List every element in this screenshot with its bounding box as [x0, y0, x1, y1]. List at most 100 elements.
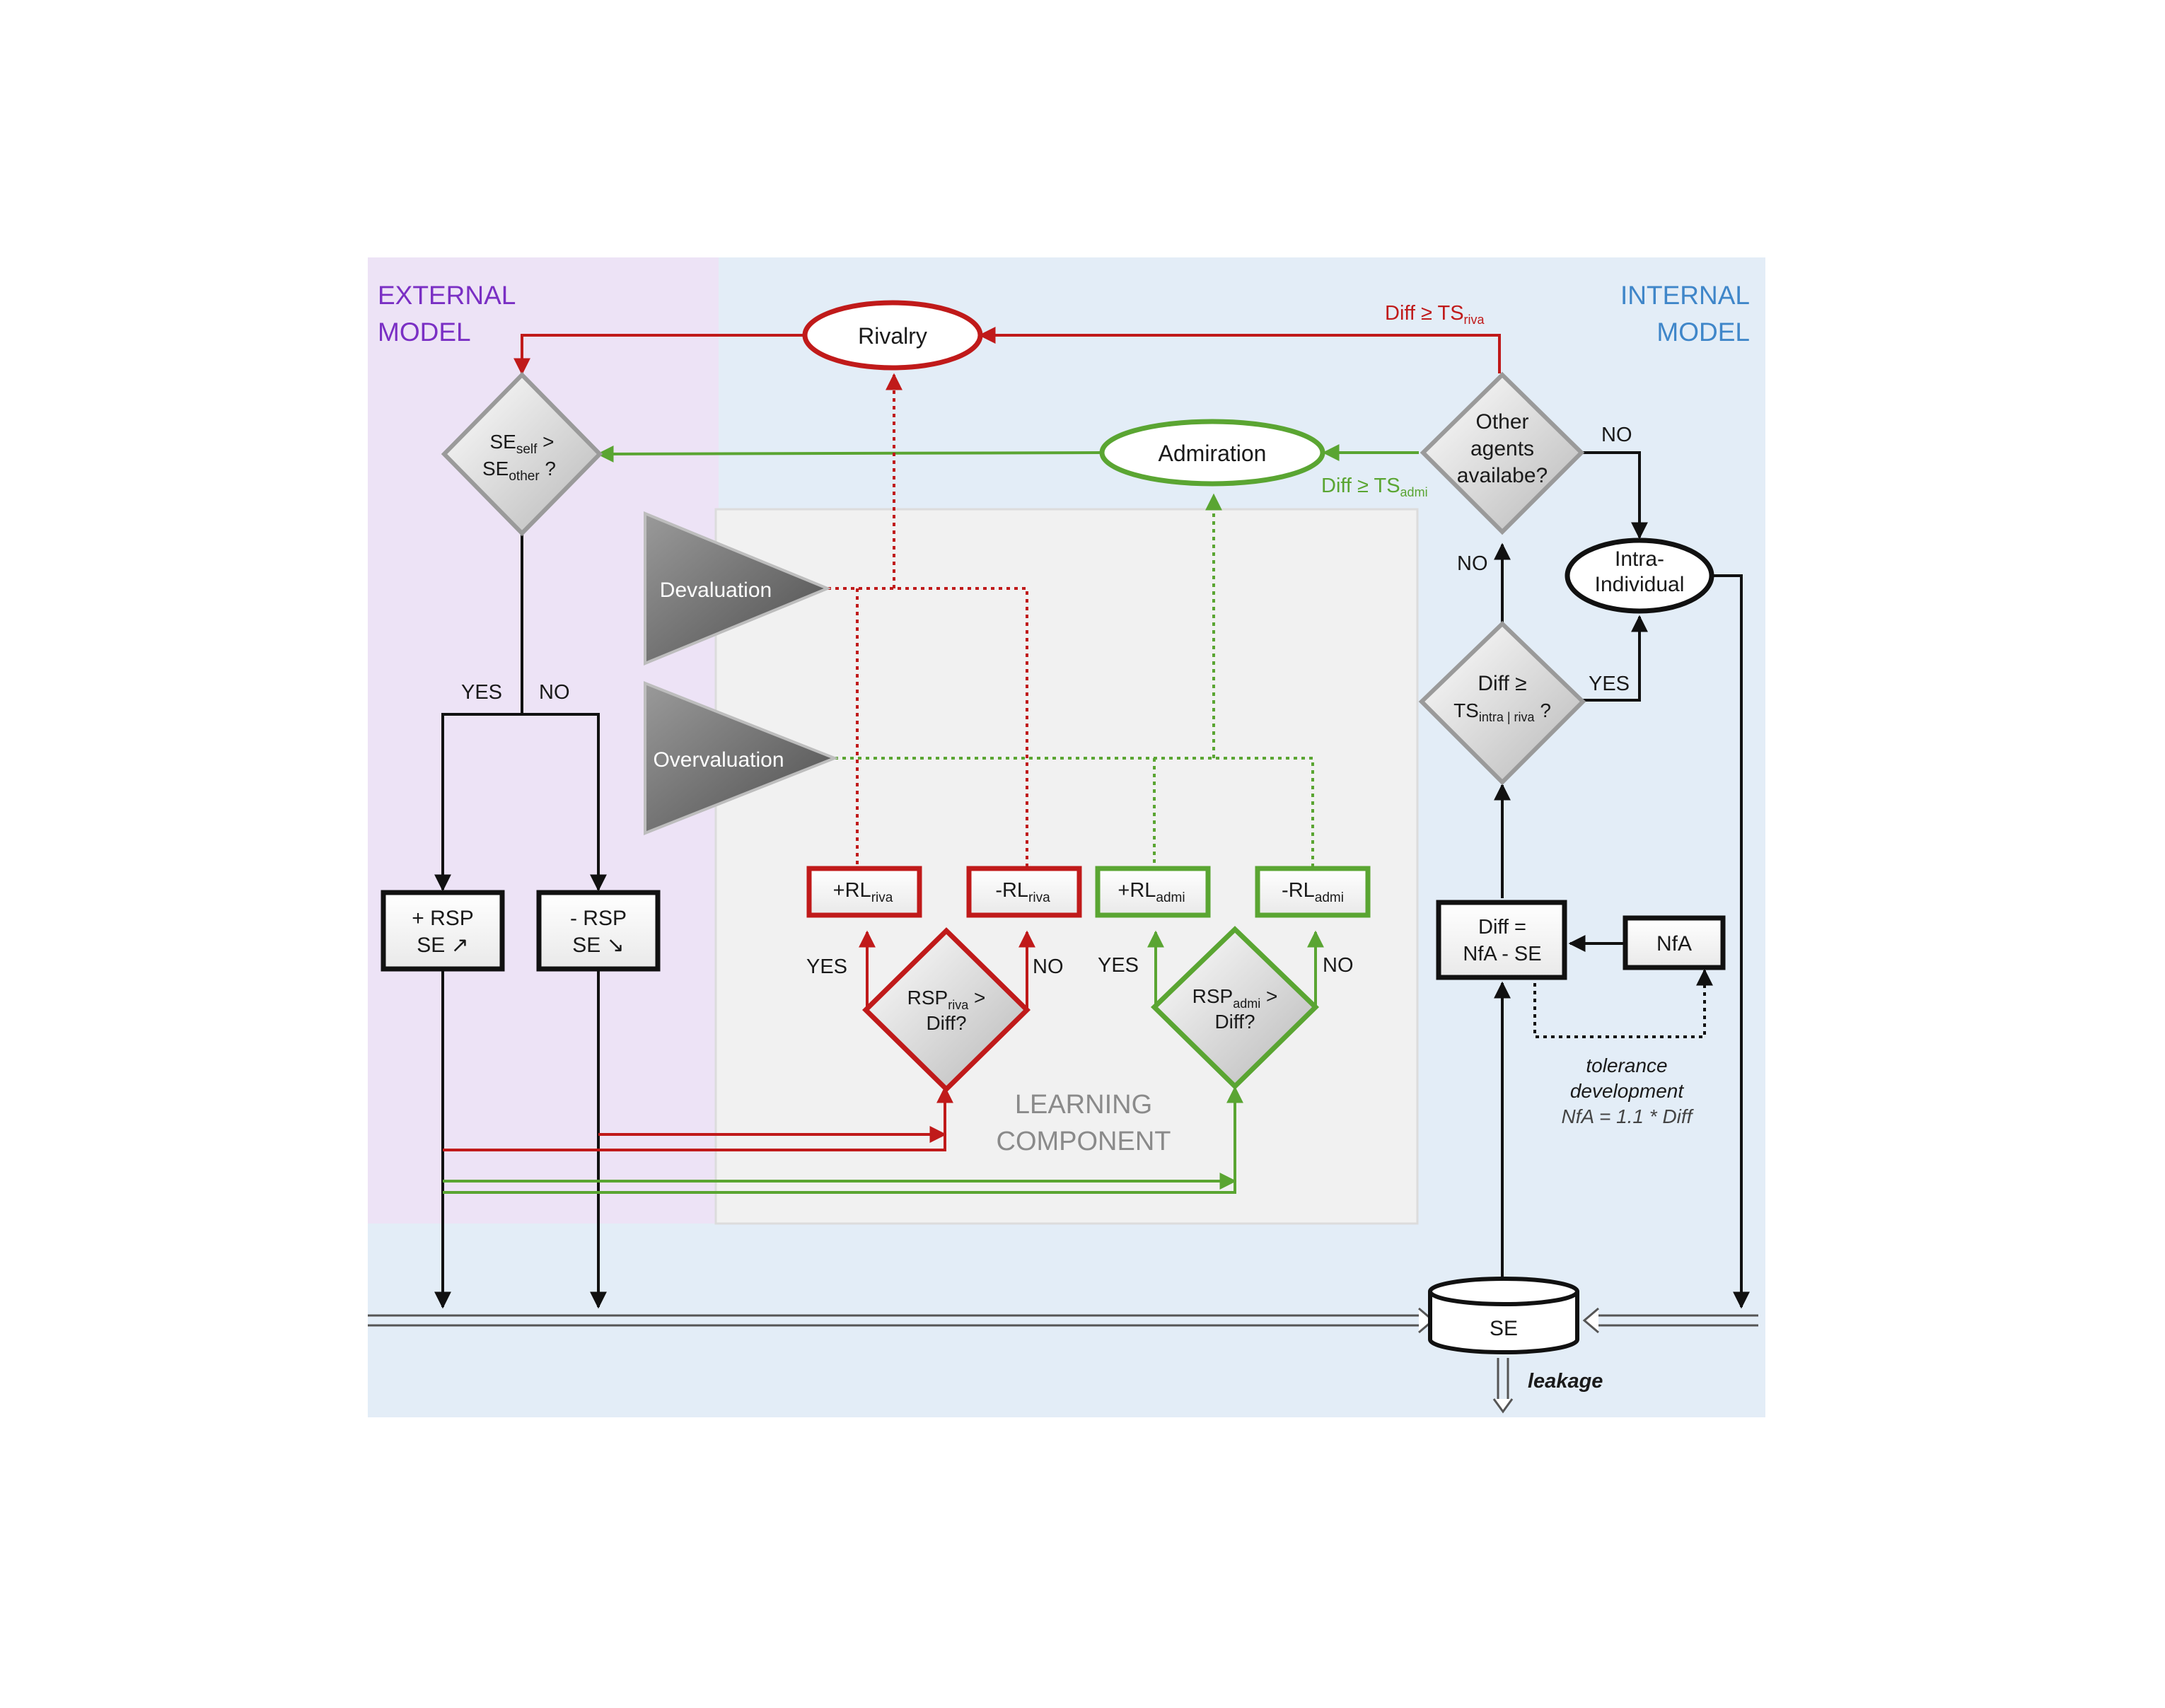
edge-yes-branch	[434, 713, 522, 892]
svg-text:+RLriva: +RLriva	[833, 879, 893, 905]
rsp-riva-line2: Diff?	[926, 1012, 966, 1034]
minus-rl-riva-main: -RL	[995, 879, 1028, 902]
minus-rl-riva-sub: riva	[1028, 890, 1050, 905]
svg-text:SEother ?: SEother ?	[482, 458, 556, 484]
edge-rivalry-to-se-compare	[513, 334, 803, 376]
intra-individual-label-2: Individual	[1595, 573, 1685, 596]
svg-text:RSPadmi >: RSPadmi >	[1192, 985, 1278, 1011]
plus-rl-riva-main: +RL	[833, 879, 871, 902]
internal-model-title-1: INTERNAL	[1620, 281, 1750, 310]
external-model-title-1: EXTERNAL	[378, 281, 516, 310]
edge-admiration-to-se-compare	[596, 445, 1101, 463]
diff-ts-riva-label: Diff ≥ TS	[1385, 302, 1464, 325]
svg-text:+RLadmi: +RLadmi	[1118, 879, 1185, 905]
minus-rsp-label-2: SE ↘	[572, 934, 625, 957]
diff-ts-admi-sub: admi	[1400, 485, 1428, 499]
internal-model-title-2: MODEL	[1656, 318, 1750, 347]
plus-rl-admi-main: +RL	[1118, 879, 1156, 902]
plus-rl-admi-sub: admi	[1156, 890, 1185, 905]
se-compare-a-sub: self	[516, 442, 538, 457]
se-compare-b: SE	[482, 458, 509, 480]
svg-text:RSPriva >: RSPriva >	[907, 987, 986, 1012]
learning-component-title-1: LEARNING	[1015, 1090, 1152, 1120]
se-compare-b-sub: other	[509, 469, 540, 484]
svg-text:-RLriva: -RLriva	[995, 879, 1050, 905]
se-compare-yes-label: YES	[461, 681, 502, 704]
rsp-admi-sub: admi	[1233, 997, 1260, 1011]
rsp-riva-rest: >	[968, 987, 985, 1009]
se-compare-b-rest: ?	[540, 458, 556, 480]
rsp-admi-main: RSP	[1192, 985, 1234, 1007]
edge-overvaluation-bus	[835, 757, 1314, 867]
tolerance-formula: NfA = 1.1 * Diff	[1562, 1105, 1695, 1127]
svg-text:Diff ≥ TSriva: Diff ≥ TSriva	[1385, 302, 1485, 327]
se-compare-a: SE	[489, 431, 516, 453]
intra-individual-node: Intra- Individual	[1565, 538, 1714, 614]
plus-rsp-box: + RSP SE ↗	[381, 890, 505, 972]
se-store-label: SE	[1490, 1317, 1518, 1340]
intra-individual-label-1: Intra-	[1615, 547, 1664, 571]
nfa-box: NfA	[1623, 915, 1726, 970]
overvaluation-label: Overvaluation	[653, 748, 784, 772]
se-compare-diamond: SEself > SEother ?	[441, 371, 603, 537]
minus-rl-admi-sub: admi	[1315, 890, 1344, 905]
other-agents-label-3: availabe?	[1457, 464, 1548, 487]
other-agents-label-1: Other	[1475, 410, 1528, 434]
plus-rl-admi-box: +RLadmi	[1095, 866, 1211, 918]
other-agents-label-2: agents	[1470, 437, 1534, 460]
diff-threshold-b: TS	[1453, 699, 1479, 721]
rsp-riva-no-label: NO	[1033, 955, 1064, 978]
svg-text:-RLadmi: -RLadmi	[1282, 879, 1344, 905]
other-agents-diamond: Other agents availabe?	[1420, 371, 1585, 535]
plus-rl-riva-box: +RLriva	[806, 866, 922, 918]
minus-rsp-box: - RSP SE ↘	[536, 890, 661, 972]
rsp-riva-sub: riva	[948, 998, 969, 1012]
edge-other-agents-no	[1580, 451, 1648, 540]
leakage-arrow	[1492, 1358, 1514, 1414]
overvaluation-triangle: Overvaluation	[644, 681, 839, 835]
external-model-title-2: MODEL	[378, 318, 471, 347]
minus-rl-riva-box: -RLriva	[966, 866, 1082, 918]
minus-rl-admi-main: -RL	[1282, 879, 1315, 902]
rsp-admi-check-diamond: RSPadmi > Diff?	[1150, 926, 1320, 1090]
edge-intra-individual-to-bus	[1712, 574, 1750, 1309]
learning-component-title-2: COMPONENT	[997, 1127, 1171, 1156]
plus-rsp-label-2: SE ↗	[417, 934, 469, 957]
diff-calc-label-1: Diff =	[1478, 916, 1526, 939]
admiration-label: Admiration	[1159, 441, 1267, 466]
tolerance-label-2: development	[1570, 1080, 1685, 1102]
admiration-node: Admiration	[1099, 419, 1325, 487]
nfa-label: NfA	[1656, 932, 1692, 955]
rsp-admi-yes-label: YES	[1098, 954, 1139, 977]
plus-rl-riva-sub: riva	[871, 890, 893, 905]
diff-threshold-line1: Diff ≥	[1478, 672, 1526, 695]
plus-rsp-label-1: + RSP	[412, 907, 474, 930]
rsp-admi-no-label: NO	[1323, 954, 1354, 977]
edge-tolerance-development	[1533, 968, 1713, 1038]
rivalry-node: Rivalry	[802, 300, 983, 371]
edge-diff-threshold-yes	[1583, 615, 1648, 702]
edge-rsp-to-riva-check-a	[443, 1086, 953, 1151]
minus-rl-admi-box: -RLadmi	[1255, 866, 1371, 918]
rsp-riva-check-diamond: RSPriva > Diff?	[862, 927, 1031, 1093]
diff-threshold-yes-label: YES	[1589, 673, 1630, 695]
other-agents-no-label: NO	[1601, 424, 1632, 446]
edge-no-branch	[522, 713, 607, 892]
edge-other-agents-to-rivalry	[978, 327, 1501, 373]
diff-ts-admi-label: Diff ≥ TS	[1321, 475, 1400, 497]
minus-rsp-label-1: - RSP	[570, 907, 627, 930]
diff-threshold-b-sub: intra | riva	[1479, 710, 1536, 724]
diff-calc-label-2: NfA - SE	[1463, 943, 1541, 965]
svg-text:TSintra | riva ?: TSintra | riva ?	[1453, 699, 1551, 724]
se-store-cylinder: SE	[1428, 1277, 1579, 1354]
diff-calc-box: Diff = NfA - SE	[1436, 900, 1567, 980]
svg-text:Diff ≥ TSadmi: Diff ≥ TSadmi	[1321, 475, 1428, 499]
edge-rsp-to-admi-check-a	[443, 1086, 1243, 1194]
se-compare-no-label: NO	[539, 681, 570, 704]
diff-threshold-no-label: NO	[1457, 552, 1488, 575]
diff-threshold-diamond: Diff ≥ TSintra | riva ?	[1418, 620, 1586, 786]
se-compare-a-rest: >	[537, 431, 554, 453]
diff-threshold-b-rest: ?	[1535, 699, 1551, 721]
diff-ts-riva-sub: riva	[1464, 313, 1485, 327]
